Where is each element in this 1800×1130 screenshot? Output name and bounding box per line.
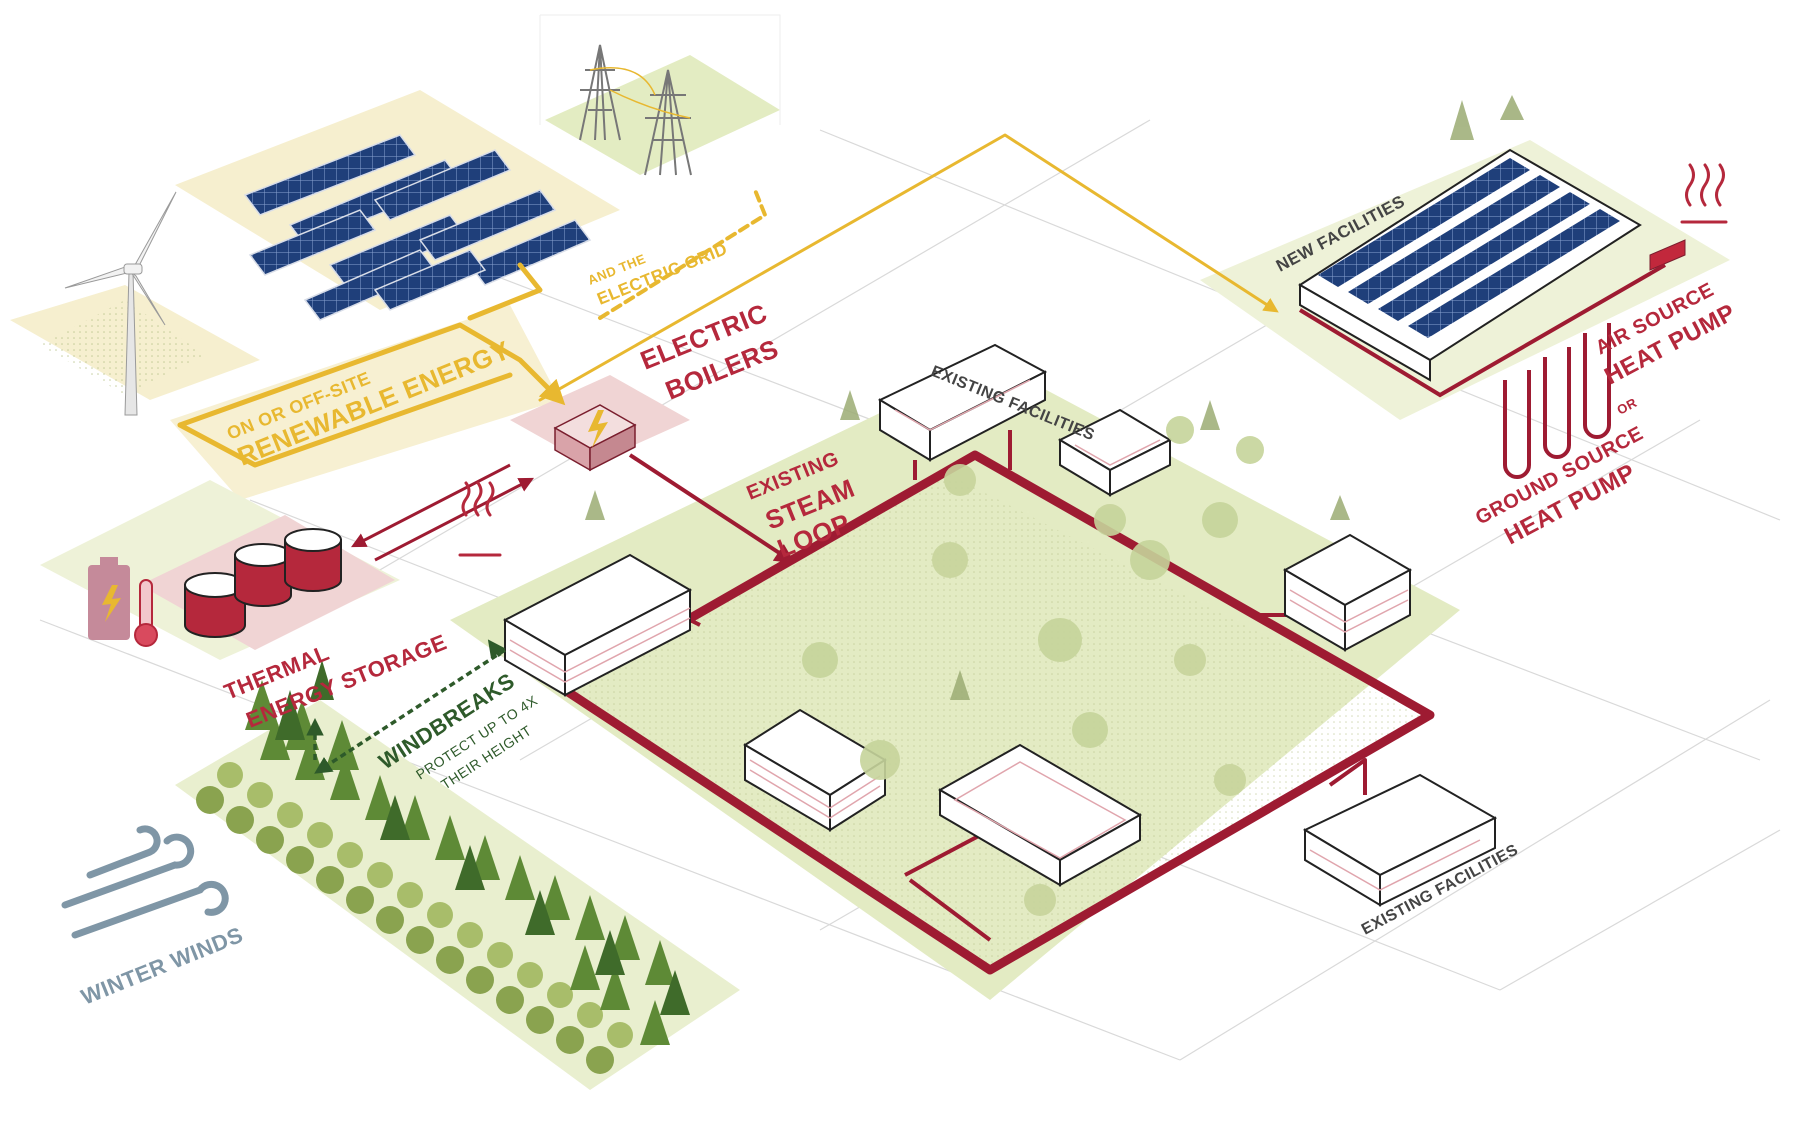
storage-tank-icon bbox=[184, 528, 342, 638]
heat-waves-icon bbox=[1680, 163, 1728, 224]
tree-icon bbox=[585, 95, 1524, 700]
existing-building bbox=[1302, 773, 1498, 907]
thermal-energy-storage bbox=[88, 528, 342, 647]
existing-building bbox=[743, 708, 887, 832]
existing-building bbox=[1282, 533, 1413, 652]
campus-trees bbox=[802, 416, 1264, 916]
winter-winds-label: WINTER WINDS bbox=[78, 922, 247, 1010]
battery-icon bbox=[88, 557, 130, 640]
solar-array bbox=[243, 134, 592, 321]
electric-boilers bbox=[553, 404, 637, 472]
thermometer-icon bbox=[134, 579, 158, 647]
or-label: OR bbox=[1614, 395, 1639, 418]
transmission-tower-icon bbox=[579, 44, 692, 176]
existing-building bbox=[937, 743, 1143, 887]
storage-transfer-arrows bbox=[351, 453, 796, 564]
heat-waves-icon bbox=[458, 481, 502, 557]
existing-building bbox=[877, 343, 1048, 462]
grid-site-pad bbox=[545, 55, 780, 175]
solar-panel-icon bbox=[1318, 158, 1620, 338]
existing-building bbox=[1057, 408, 1173, 497]
windbreak-protection-arrow bbox=[306, 639, 506, 774]
heat-pump-icon bbox=[1649, 239, 1686, 271]
renewable-energy-flow bbox=[177, 133, 1279, 468]
existing-building bbox=[502, 553, 693, 697]
solar-panel-icon bbox=[243, 134, 592, 321]
wind-gust-icon bbox=[61, 825, 229, 939]
wind-turbine-icon bbox=[64, 191, 177, 416]
lightning-icon bbox=[588, 410, 608, 448]
windbreak-forest bbox=[196, 660, 690, 1074]
new-facilities-building bbox=[1298, 148, 1686, 479]
